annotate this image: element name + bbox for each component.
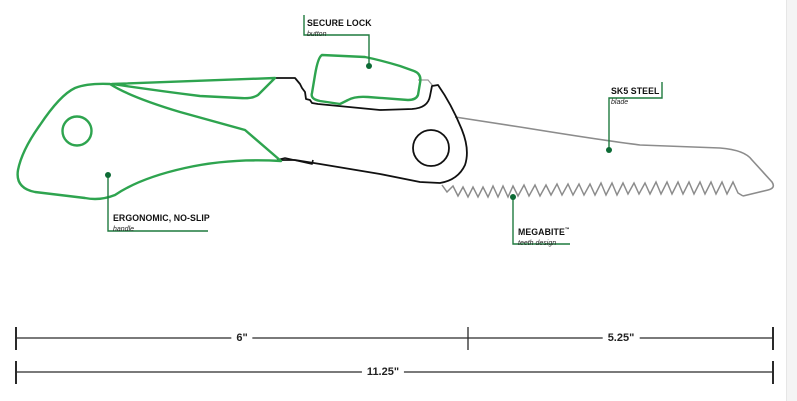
handle-grip-main	[16, 82, 283, 201]
handle-frame-lower-notch	[276, 157, 314, 165]
pivot-bolt-icon	[412, 129, 450, 167]
megabite-subtitle: teeth design	[518, 240, 557, 247]
blade-length-label: 5.25"	[602, 332, 640, 344]
ergonomic-title: ERGONOMIC, NO-SLIP	[113, 213, 210, 224]
secure-lock-subtitle: button	[307, 31, 327, 38]
ergonomic-subtitle: handle	[113, 226, 135, 233]
trademark-symbol: ™	[564, 226, 570, 233]
total-length-label: 11.25"	[361, 366, 405, 378]
megabite-leader	[512, 197, 570, 245]
ergonomic-leader	[107, 175, 208, 232]
sk5-steel-callout: SK5 STEEL blade	[611, 82, 664, 106]
sk5-steel-dot	[606, 147, 612, 153]
handle-grip-outline	[110, 76, 277, 100]
sk5-steel-leader	[608, 82, 663, 150]
secure-lock-button-outline	[310, 53, 422, 106]
secure-lock-dot	[366, 63, 372, 69]
megabite-title: MEGABITE	[518, 227, 565, 238]
secure-lock-title: SECURE LOCK	[307, 18, 372, 29]
blade-outline	[454, 116, 775, 197]
sk5-steel-title: SK5 STEEL	[611, 86, 660, 97]
sk5-steel-subtitle: blade	[611, 99, 629, 106]
lanyard-hole-icon	[61, 115, 93, 147]
secure-lock-callout: SECURE LOCK button	[307, 14, 377, 38]
ergonomic-callout: ERGONOMIC, NO-SLIP handle	[113, 209, 218, 233]
handle-frame-outline	[275, 77, 468, 184]
megabite-dot	[510, 194, 516, 200]
page-edge-strip	[786, 0, 797, 401]
handle-length-label: 6"	[231, 332, 253, 344]
ergonomic-dot	[105, 172, 111, 178]
blade-teeth	[441, 180, 744, 199]
secure-lock-leader	[303, 15, 370, 66]
megabite-title-wrap: MEGABITE™	[518, 226, 570, 238]
megabite-callout: MEGABITE™ teeth design	[518, 223, 574, 247]
